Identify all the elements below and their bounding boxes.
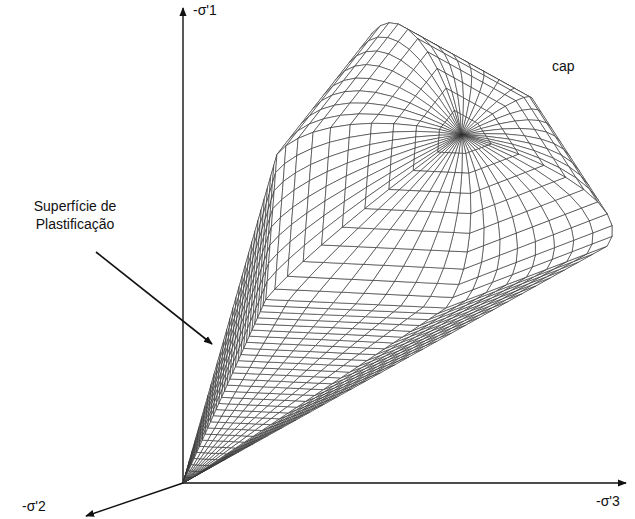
mesh-face bbox=[200, 440, 208, 446]
mesh-face bbox=[183, 477, 188, 483]
mesh-face bbox=[183, 476, 186, 483]
stress-axes bbox=[86, 8, 626, 516]
mesh-face bbox=[266, 289, 297, 300]
mesh-face bbox=[235, 361, 253, 368]
mesh-face bbox=[189, 465, 194, 471]
mesh-face bbox=[439, 130, 461, 135]
mesh-face bbox=[275, 276, 309, 290]
mesh-face bbox=[183, 477, 191, 483]
mesh-face bbox=[438, 135, 462, 153]
mesh-face bbox=[393, 124, 416, 132]
mesh-face bbox=[183, 477, 190, 483]
mesh-face bbox=[211, 416, 222, 422]
surface-mesh bbox=[183, 23, 612, 483]
mesh-face bbox=[183, 477, 187, 483]
mesh-face bbox=[205, 428, 215, 434]
mesh-face bbox=[499, 121, 520, 129]
mesh-face bbox=[219, 397, 232, 404]
axis-label: -σ'3 bbox=[596, 493, 620, 511]
mesh-face bbox=[244, 342, 264, 349]
mesh-face bbox=[233, 367, 250, 374]
mesh-face bbox=[247, 336, 268, 343]
mesh-face bbox=[365, 190, 399, 210]
mesh-face bbox=[227, 379, 243, 386]
mesh-face bbox=[483, 129, 506, 134]
mesh-face bbox=[197, 446, 204, 452]
leader-arrow bbox=[96, 252, 212, 344]
mesh-face bbox=[183, 477, 187, 483]
mesh-face bbox=[222, 391, 236, 398]
mesh-face bbox=[438, 135, 462, 152]
mesh-face bbox=[322, 227, 359, 246]
mesh-face bbox=[208, 422, 218, 428]
cap-label: cap bbox=[550, 58, 577, 76]
mesh-face bbox=[241, 348, 260, 355]
mesh-face bbox=[194, 452, 201, 458]
axis-label: -σ'1 bbox=[193, 2, 217, 20]
mesh-face bbox=[470, 190, 482, 214]
mesh-face bbox=[413, 152, 441, 171]
mesh-face bbox=[238, 355, 257, 362]
mesh-face bbox=[183, 477, 190, 483]
mesh-face bbox=[187, 471, 192, 477]
mesh-face bbox=[462, 153, 469, 173]
mesh-face bbox=[342, 209, 378, 228]
mesh-face bbox=[183, 471, 195, 483]
mesh-face bbox=[213, 410, 225, 417]
mesh-face bbox=[224, 385, 239, 392]
mesh-face bbox=[249, 330, 271, 337]
surface-label: Superfície de Plastificação bbox=[8, 198, 142, 233]
mesh-face bbox=[288, 261, 324, 277]
mesh-face bbox=[191, 459, 197, 465]
mesh-face bbox=[439, 127, 461, 135]
mesh-face bbox=[389, 171, 420, 190]
mesh-face bbox=[186, 471, 190, 477]
mesh-face bbox=[202, 434, 211, 440]
axis-sigma3 bbox=[183, 482, 626, 483]
axis-label: -σ'2 bbox=[22, 498, 46, 516]
mesh-face bbox=[183, 476, 186, 483]
mesh-face bbox=[303, 245, 340, 262]
mesh-face bbox=[216, 403, 229, 410]
axis-sigma2 bbox=[86, 483, 183, 516]
axis-sigma1 bbox=[182, 8, 183, 483]
mesh-face bbox=[413, 149, 438, 170]
mesh-face bbox=[458, 95, 464, 116]
mesh-face bbox=[230, 373, 246, 380]
mesh-face bbox=[183, 477, 192, 483]
mesh-face bbox=[462, 135, 469, 154]
mesh-face bbox=[267, 331, 289, 338]
